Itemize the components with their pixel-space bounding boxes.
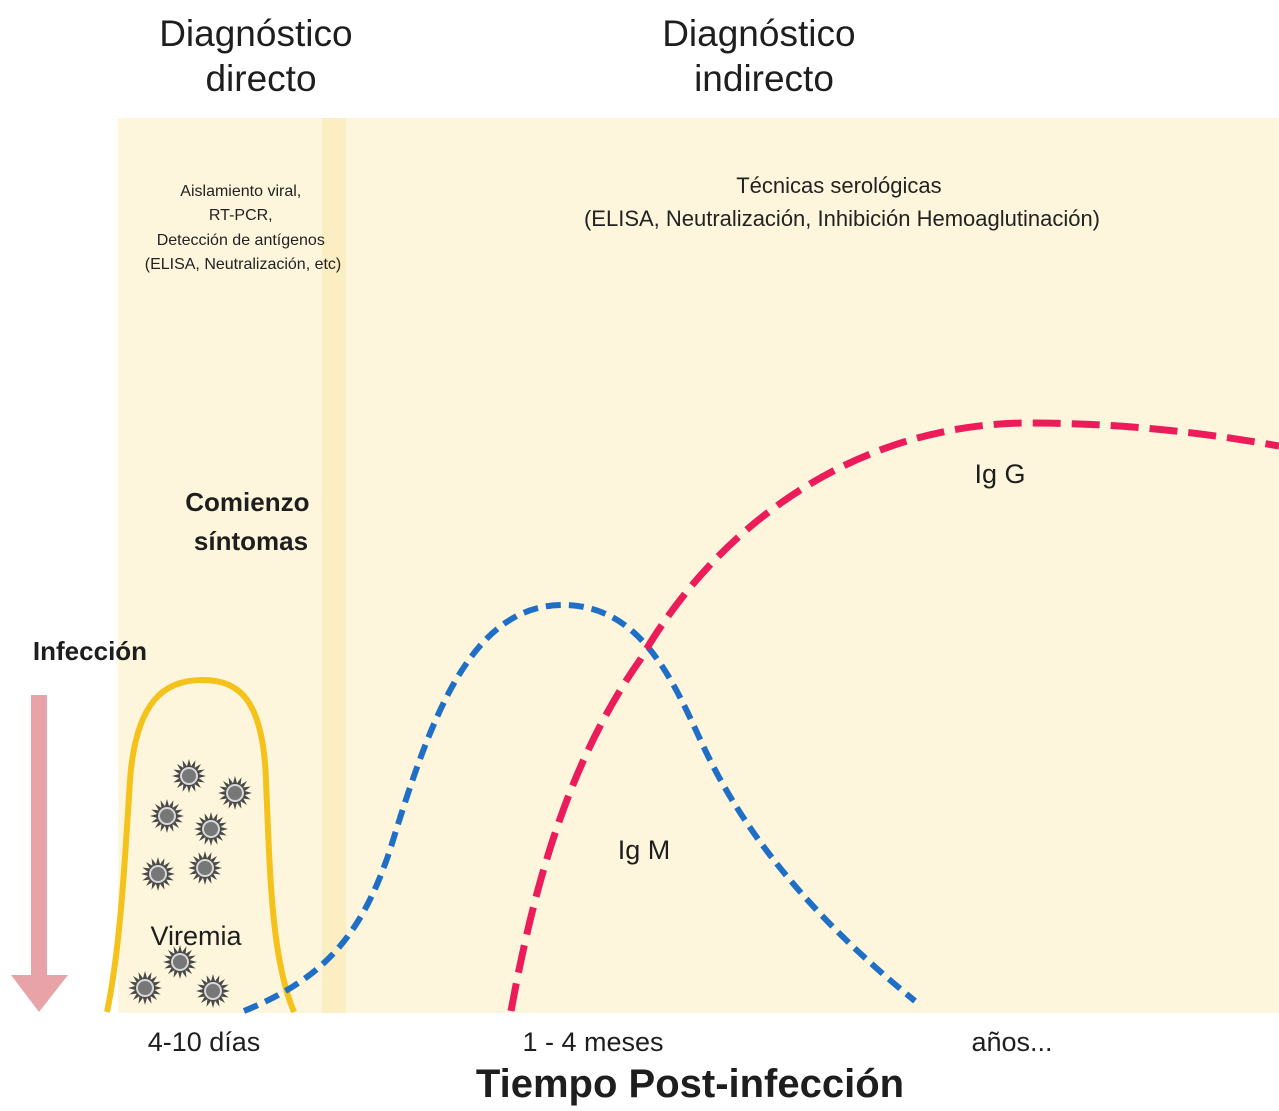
axis-tick-years: años...	[971, 1027, 1052, 1057]
axis-tick-months: 1 - 4 meses	[522, 1027, 663, 1057]
viremia-label: Viremia	[150, 921, 242, 951]
direct-header-line-1: Diagnóstico	[159, 13, 352, 54]
diagram-background-panel	[118, 118, 1279, 1013]
viremia-curve	[104, 676, 297, 1014]
indirect-methods-text: Técnicas serológicas (ELISA, Neutralizac…	[584, 173, 1100, 231]
igm-curve	[242, 601, 917, 1014]
infection-arrow	[11, 695, 68, 1012]
virus-particle	[163, 945, 197, 979]
virus-particle	[172, 759, 206, 793]
virus-particles	[128, 759, 252, 1008]
virus-particle	[194, 812, 228, 846]
virus-particle	[188, 851, 222, 885]
virus-particle	[141, 857, 175, 891]
symptom-onset-label: Comienzo síntomas	[185, 487, 316, 556]
symptom-onset-line-1: Comienzo	[185, 487, 309, 517]
direct-header-line-2: directo	[205, 58, 316, 99]
indirect-method-line-1: Técnicas serológicas	[736, 173, 941, 198]
direct-methods-text: Aislamiento viral, RT-PCR, Detección de …	[145, 183, 342, 273]
virus-particle	[196, 974, 230, 1008]
symptom-onset-band	[322, 118, 346, 1013]
virus-core	[226, 784, 244, 802]
infection-arrow-shaft	[31, 695, 47, 977]
direct-method-line-4: (ELISA, Neutralización, etc)	[145, 256, 342, 273]
igg-label: Ig G	[974, 459, 1025, 489]
virus-particle	[218, 776, 252, 810]
indirect-header-line-1: Diagnóstico	[662, 13, 855, 54]
virus-core	[204, 982, 222, 1000]
virus-core	[180, 767, 198, 785]
direct-method-line-2: RT-PCR,	[209, 207, 273, 224]
virus-particle	[128, 971, 162, 1005]
igg-curve	[507, 419, 1279, 1012]
direct-method-line-3: Detección de antígenos	[157, 232, 325, 249]
virus-particle	[150, 799, 184, 833]
indirect-method-line-2: (ELISA, Neutralización, Inhibición Hemoa…	[584, 206, 1100, 231]
igm-label: Ig M	[618, 835, 671, 865]
virus-core	[158, 807, 176, 825]
axis-title: Tiempo Post-infección	[476, 1062, 904, 1106]
virus-core	[149, 865, 167, 883]
infection-label: Infección	[33, 636, 147, 666]
indirect-diagnosis-header: Diagnóstico indirecto	[662, 13, 866, 99]
axis-tick-days: 4-10 días	[148, 1027, 261, 1057]
indirect-header-line-2: indirecto	[694, 58, 834, 99]
symptom-onset-line-2: síntomas	[194, 526, 308, 556]
infection-arrow-head	[11, 975, 68, 1012]
virus-core	[136, 979, 154, 997]
virus-core	[202, 820, 220, 838]
direct-method-line-1: Aislamiento viral,	[180, 183, 301, 200]
virus-core	[196, 859, 214, 877]
virus-core	[171, 953, 189, 971]
direct-diagnosis-header: Diagnóstico directo	[159, 13, 363, 99]
